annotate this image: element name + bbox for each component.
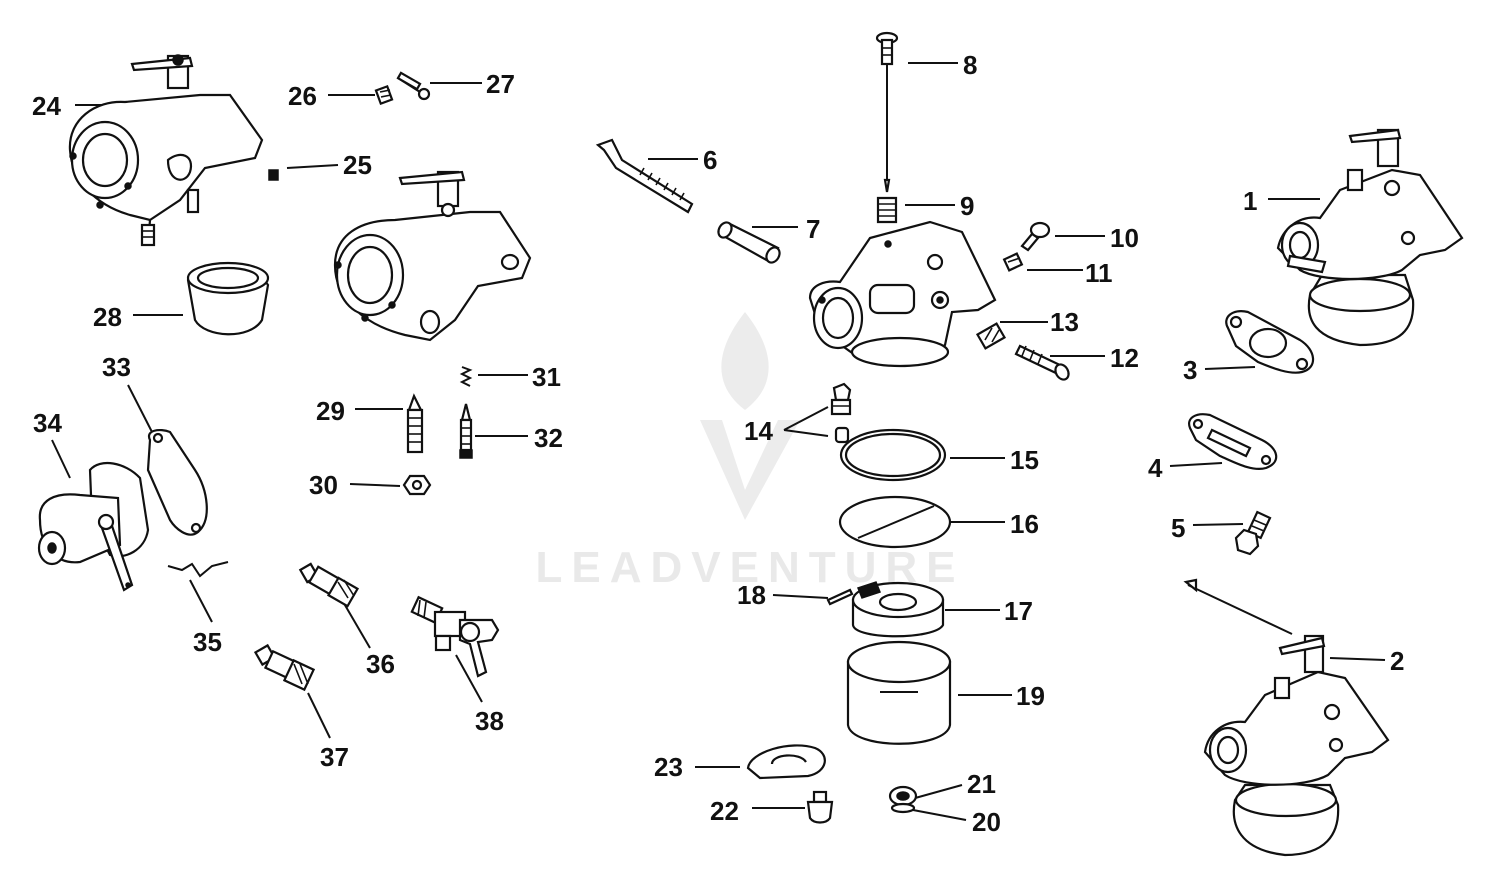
callout-1: 1 bbox=[1243, 186, 1257, 216]
callout-37: 37 bbox=[320, 742, 349, 772]
part-36-fitting bbox=[298, 562, 360, 608]
part-34-adapter-body bbox=[37, 461, 150, 592]
callout-17: 17 bbox=[1004, 596, 1033, 626]
callout-15: 15 bbox=[1010, 445, 1039, 475]
callout-28: 28 bbox=[93, 302, 122, 332]
part-12-screw bbox=[1014, 344, 1070, 381]
part-24-throttle-body bbox=[68, 54, 264, 247]
callout-29: 29 bbox=[316, 396, 345, 426]
part-14-jet bbox=[830, 382, 852, 444]
callout-23: 23 bbox=[654, 752, 683, 782]
callout-7: 7 bbox=[806, 214, 820, 244]
callout-4: 4 bbox=[1148, 453, 1163, 483]
part-28-venturi bbox=[186, 261, 270, 336]
leader-lines bbox=[51, 62, 1386, 821]
callout-3: 3 bbox=[1183, 355, 1197, 385]
part-25-plug bbox=[268, 169, 279, 181]
part-18-pin bbox=[826, 588, 854, 606]
part-22-drain-plug bbox=[806, 790, 834, 824]
callout-25: 25 bbox=[343, 150, 372, 180]
part-26-set-screw bbox=[374, 84, 394, 106]
part-13-spring bbox=[975, 322, 1007, 350]
part-35-wire-clip bbox=[167, 561, 229, 578]
part-6-choke-rod bbox=[595, 138, 694, 214]
callout-18: 18 bbox=[737, 580, 766, 610]
part-7-sleeve bbox=[717, 221, 781, 264]
part-15-o-ring bbox=[839, 428, 947, 482]
part-4-spacer bbox=[1188, 413, 1278, 470]
callout-32: 32 bbox=[534, 423, 563, 453]
callout-24: 24 bbox=[32, 91, 61, 121]
part-2-carburetor-assembly bbox=[1183, 578, 1390, 857]
callout-26: 26 bbox=[288, 81, 317, 111]
part-29-needle-valve bbox=[406, 393, 424, 454]
callout-14: 14 bbox=[744, 416, 773, 446]
part-33-gasket bbox=[146, 429, 208, 536]
callout-labels: 1 2 3 4 5 6 7 8 9 10 11 12 13 14 15 16 1… bbox=[32, 50, 1404, 837]
callout-36: 36 bbox=[366, 649, 395, 679]
part-17-float bbox=[851, 581, 945, 638]
callout-12: 12 bbox=[1110, 343, 1139, 373]
part-8-needle-screw bbox=[875, 31, 899, 193]
part-31-spring bbox=[459, 366, 473, 387]
callout-33: 33 bbox=[102, 352, 131, 382]
part-30-hex-nut bbox=[402, 474, 432, 496]
part-38-shutoff-valve bbox=[410, 595, 500, 678]
callout-5: 5 bbox=[1171, 513, 1185, 543]
part-32-adjusting-screw bbox=[459, 403, 473, 459]
callout-21: 21 bbox=[967, 769, 996, 799]
part-10-idle-screw bbox=[1020, 221, 1051, 252]
part-3-gasket bbox=[1225, 310, 1315, 374]
throttle-body-assembly bbox=[333, 170, 532, 342]
callout-2: 2 bbox=[1390, 646, 1404, 676]
callout-30: 30 bbox=[309, 470, 338, 500]
callout-31: 31 bbox=[532, 362, 561, 392]
callout-27: 27 bbox=[486, 69, 515, 99]
part-21-bowl-nut bbox=[888, 785, 918, 807]
part-11-spring bbox=[1002, 252, 1024, 272]
callout-22: 22 bbox=[710, 796, 739, 826]
callout-13: 13 bbox=[1050, 307, 1079, 337]
callout-38: 38 bbox=[475, 706, 504, 736]
flame-v-logo-icon bbox=[700, 312, 800, 520]
callout-8: 8 bbox=[963, 50, 977, 80]
part-5-bolt bbox=[1234, 510, 1272, 556]
callout-6: 6 bbox=[703, 145, 717, 175]
part-20-washer bbox=[890, 802, 916, 814]
callout-9: 9 bbox=[960, 191, 974, 221]
part-23-plate bbox=[746, 744, 826, 780]
callout-10: 10 bbox=[1110, 223, 1139, 253]
part-37-fitting bbox=[253, 643, 316, 692]
callout-34: 34 bbox=[33, 408, 62, 438]
part-9-spring bbox=[876, 196, 898, 224]
callout-16: 16 bbox=[1010, 509, 1039, 539]
callout-20: 20 bbox=[972, 807, 1001, 837]
part-1-carburetor-assembly bbox=[1276, 128, 1464, 347]
callout-19: 19 bbox=[1016, 681, 1045, 711]
part-27-screw bbox=[396, 71, 431, 101]
part-16-gasket bbox=[838, 495, 952, 549]
part-19-float-bowl bbox=[846, 640, 952, 745]
callout-11: 11 bbox=[1085, 258, 1113, 288]
carburetor-body bbox=[808, 220, 997, 368]
callout-35: 35 bbox=[193, 627, 222, 657]
